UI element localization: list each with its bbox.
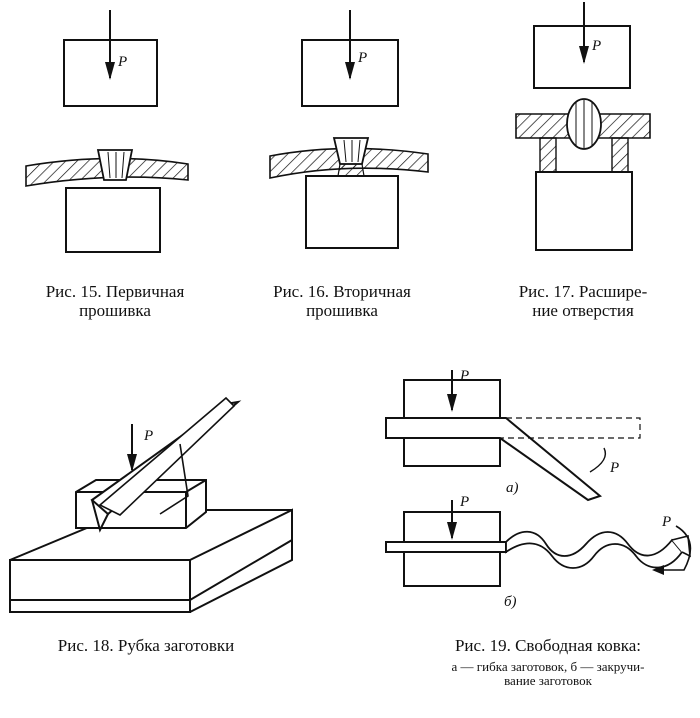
fig17-ring-left	[539, 137, 557, 173]
fig19a-diagram: P P а)	[385, 368, 641, 502]
fig18-caption: Рис. 18. Рубка заготовки	[6, 636, 286, 655]
fig15-punch-slug	[96, 149, 134, 181]
fig19a-angle-label: P	[609, 460, 619, 476]
fig19b-rotation-arrow	[660, 525, 692, 571]
fig18-bar	[98, 396, 236, 516]
fig18-diagram: P	[9, 396, 293, 613]
fig16-caption-line2: прошивка	[306, 301, 378, 320]
fig18-caption-line1: Рис. 18. Рубка заготовки	[57, 636, 235, 655]
fig16-punch	[301, 39, 399, 107]
fig17-workpiece-left	[515, 113, 571, 139]
fig19b-sub-label: б)	[504, 594, 517, 610]
fig19a-sub-label: а)	[506, 480, 519, 496]
fig15-anvil	[65, 187, 161, 253]
fig17-caption-line1: Рис. 17. Расшире-	[518, 282, 648, 301]
fig19b-twist	[505, 530, 684, 569]
fig19b-diagram: P P б)	[385, 494, 692, 610]
fig19-legend: а — гибка заготовок, б — закручи- вание …	[400, 660, 696, 688]
fig15-caption-line1: Рис. 15. Первичная	[45, 282, 185, 301]
fig19-caption-line2: а — гибка заготовок, б — закручи-	[451, 659, 645, 674]
fig18-force-label: P	[143, 428, 153, 444]
fig19b-bar	[385, 541, 507, 553]
fig17-ring-right	[611, 137, 629, 173]
fig17-anvil	[535, 171, 633, 251]
fig19b-force-label-right: P	[661, 514, 671, 530]
fig18-base-front	[9, 559, 191, 613]
fig19a-angle-arc	[589, 447, 607, 473]
fig15-caption-line2: прошивка	[79, 301, 151, 320]
fig19-caption-line1: Рис. 19. Свободная ковка:	[454, 636, 642, 655]
fig19a-force-label: P	[459, 368, 469, 384]
fig19-caption: Рис. 19. Свободная ковка:	[400, 636, 696, 655]
fig16-force-label: P	[357, 50, 367, 66]
fig19b-force-label: P	[459, 494, 469, 510]
fig16-punch-slug	[332, 137, 370, 165]
fig16-caption-line1: Рис. 16. Вторичная	[273, 282, 411, 301]
fig15-force-label: P	[117, 54, 127, 70]
fig19b-punch	[403, 511, 501, 587]
fig15-caption: Рис. 15. Первичная прошивка	[20, 282, 210, 320]
fig17-caption: Рис. 17. Расшире- ние отверстия	[488, 282, 678, 320]
fig16-caption: Рис. 16. Вторичная прошивка	[246, 282, 438, 320]
fig17-punch	[533, 25, 631, 89]
fig19-caption-line3: вание заготовок	[504, 673, 592, 688]
fig17-force-label: P	[591, 38, 601, 54]
fig15-punch	[63, 39, 158, 107]
fig16-anvil	[305, 175, 399, 249]
fig17-caption-line2: ние отверстия	[532, 301, 634, 320]
fig16-diagram: P	[269, 10, 429, 249]
fig15-diagram: P	[25, 10, 189, 253]
fig19a-bar	[385, 417, 603, 502]
fig17-workpiece-right	[597, 113, 651, 139]
fig17-diagram: P	[515, 2, 651, 251]
